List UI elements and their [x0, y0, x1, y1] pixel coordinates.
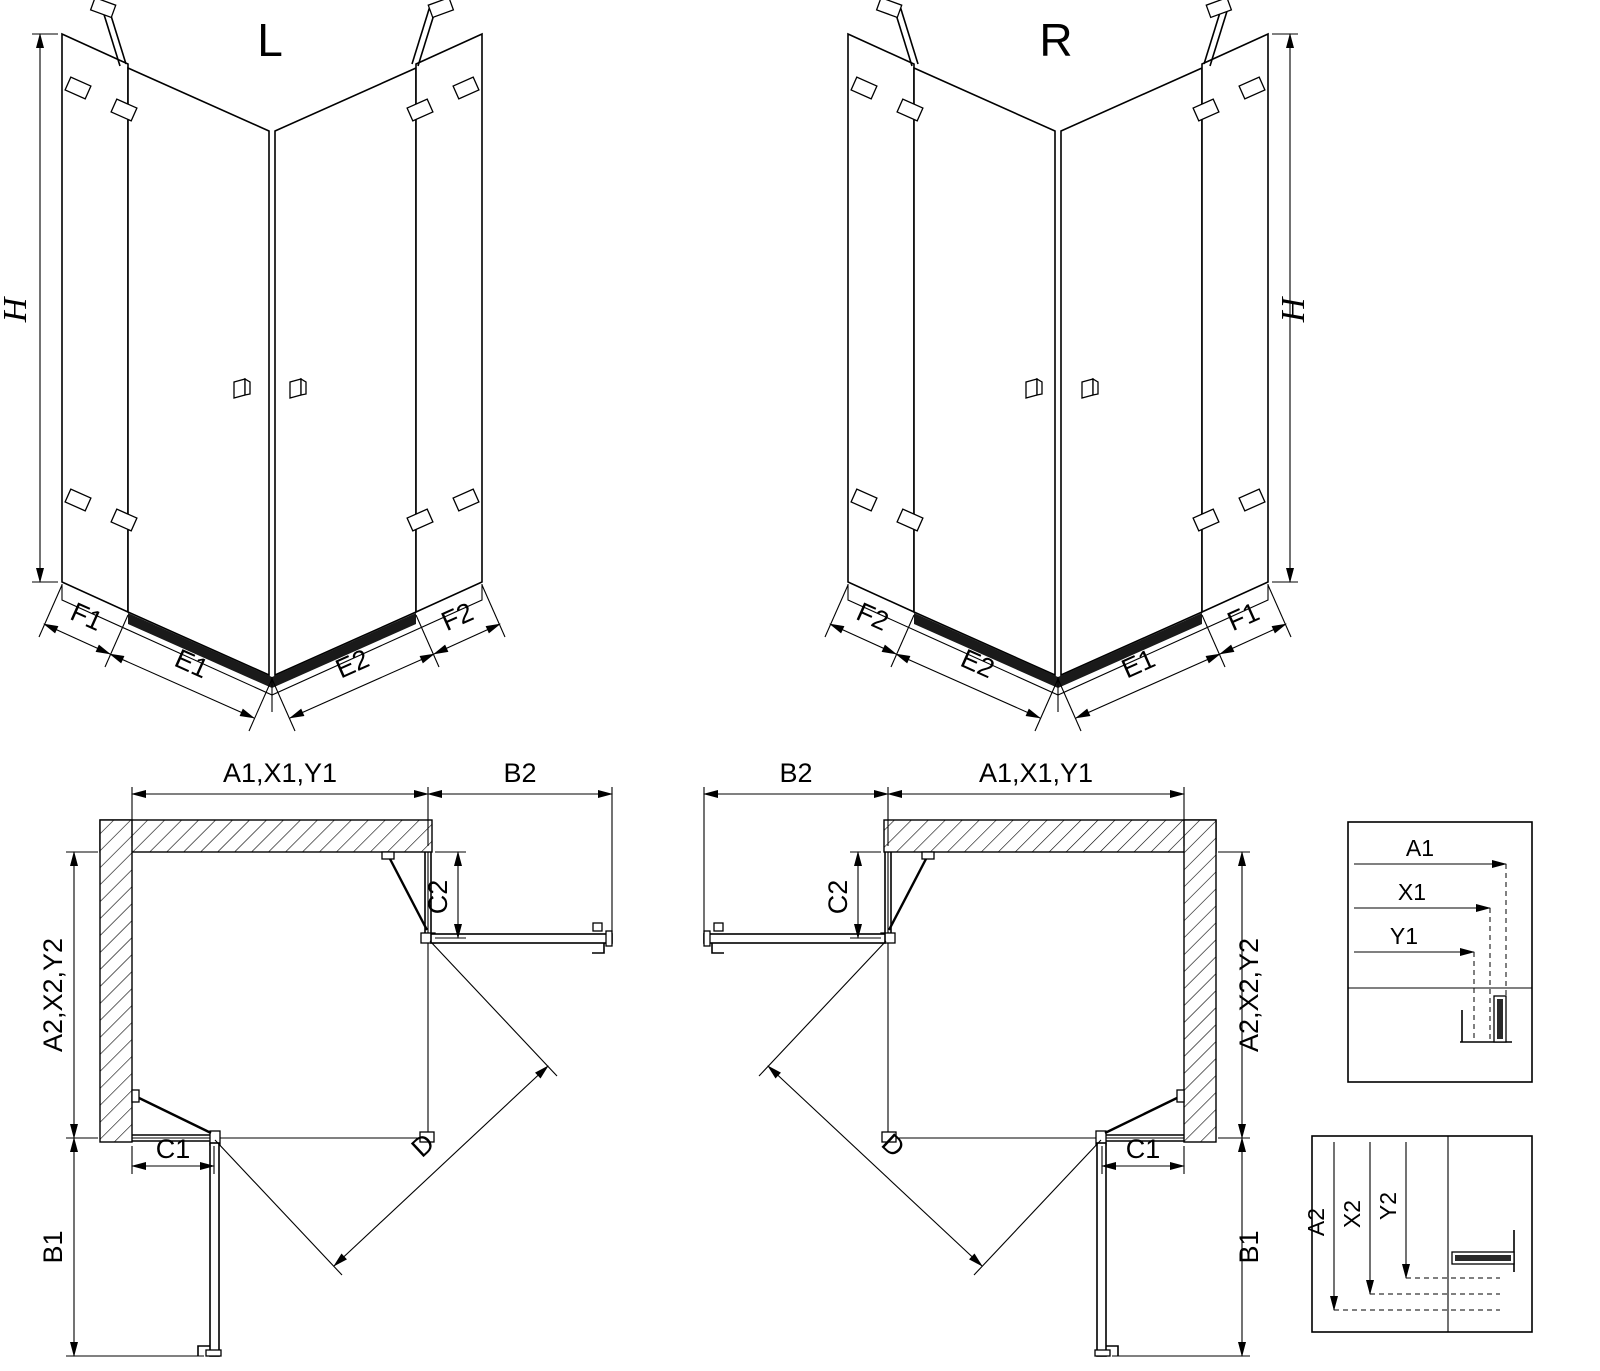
detail-depth-box: A2 X2 Y2 [1303, 1135, 1533, 1333]
dim-label-a2x2y2: A2,X2,Y2 [1234, 938, 1264, 1052]
support-arm-right [411, 0, 455, 67]
wall-right [1183, 819, 1217, 1143]
dim-label-a2x2y2: A2,X2,Y2 [38, 938, 68, 1052]
dim-label-a1x1y1: A1,X1,Y1 [979, 758, 1093, 788]
dim-c2: C2 [423, 851, 466, 939]
detail-label-y1: Y1 [1390, 923, 1418, 949]
dim-a2-left: A2,X2,Y2 [38, 851, 98, 1139]
fixed-panel-c2 [381, 851, 436, 944]
dim-a1-top: A1,X1,Y1 [131, 758, 429, 846]
front-view-left: L [0, 0, 506, 732]
detail-label-a1: A1 [1406, 835, 1434, 861]
front-view-right: R [824, 0, 1312, 732]
detail-label-x1: X1 [1398, 879, 1426, 905]
detail-label-a2: A2 [1303, 1208, 1329, 1236]
wall-profile-section [1460, 995, 1512, 1043]
dim-label-c2: C2 [423, 880, 453, 915]
support-arm-left [875, 0, 919, 67]
fixed-panel-right [415, 32, 483, 614]
fixed-panel-c1 [131, 1089, 221, 1146]
dim-label-b1: B1 [1234, 1230, 1264, 1263]
dim-label-f2: F2 [437, 597, 478, 637]
open-door-b2 [703, 922, 886, 954]
dim-label-d: D [406, 1128, 441, 1163]
support-arm-left [89, 0, 127, 67]
dim-b1-right: B1 [1112, 1137, 1264, 1357]
plan-view-left: A1,X1,Y1 B2 C2 A2,X2,Y2 B1 C1 [38, 758, 613, 1357]
door-panel-left [127, 66, 270, 677]
dim-label-f1: F1 [66, 597, 107, 637]
detail-label-y2: Y2 [1375, 1192, 1401, 1220]
door-panel-left [913, 66, 1056, 677]
open-door-b1 [1094, 1142, 1119, 1357]
dim-a2-right: A2,X2,Y2 [1218, 851, 1264, 1139]
dim-h-left-view: H [0, 33, 58, 583]
dim-label-c2: C2 [823, 880, 853, 915]
view-label-r: R [1039, 14, 1072, 66]
dim-h-right-view: H [1272, 33, 1312, 583]
dim-d-entry: D [214, 940, 558, 1276]
wall-profile-section [1451, 1230, 1515, 1272]
dim-d-entry: D [758, 940, 1102, 1276]
dim-label-c1: C1 [1126, 1134, 1161, 1164]
support-arm-right [1203, 0, 1233, 67]
wall-top [883, 819, 1217, 853]
fixed-panel-c1 [1095, 1089, 1185, 1146]
detail-width-box: A1 X1 Y1 [1347, 821, 1533, 1083]
fixed-panel-c2 [880, 851, 935, 944]
dim-label-b1: B1 [38, 1230, 68, 1263]
dim-a1-top: A1,X1,Y1 [887, 758, 1185, 846]
dim-c2: C2 [823, 851, 881, 939]
glass-clamps [64, 76, 480, 532]
dim-label-h: H [0, 295, 34, 323]
dim-c1: C1 [131, 1134, 215, 1174]
glass-clamps [850, 76, 1266, 532]
wall-top [99, 819, 433, 853]
dim-label-f1: F1 [1223, 597, 1264, 637]
dim-b2-top: B2 [703, 758, 889, 934]
dim-label-f2: F2 [852, 597, 893, 637]
plan-view-right: A1,X1,Y1 B2 C2 A2,X2,Y2 B1 C1 [703, 758, 1264, 1357]
dim-c1: C1 [1101, 1134, 1185, 1174]
dim-b1-left: B1 [38, 1137, 204, 1357]
door-panel-right [1060, 66, 1203, 677]
door-panel-right [274, 66, 417, 677]
dim-label-a1x1y1: A1,X1,Y1 [223, 758, 337, 788]
dim-b2-top: B2 [427, 758, 613, 934]
dim-label-h: H [1275, 295, 1312, 323]
dim-label-c1: C1 [156, 1134, 191, 1164]
dim-label-b2: B2 [503, 758, 536, 788]
open-door-b1 [197, 1142, 222, 1357]
open-door-b2 [430, 922, 613, 954]
detail-label-x2: X2 [1339, 1200, 1365, 1228]
wall-left [99, 819, 133, 1143]
dim-label-b2: B2 [779, 758, 812, 788]
fixed-panel-right [1201, 32, 1269, 614]
view-label-l: L [257, 14, 283, 66]
dim-label-d: D [876, 1128, 911, 1163]
